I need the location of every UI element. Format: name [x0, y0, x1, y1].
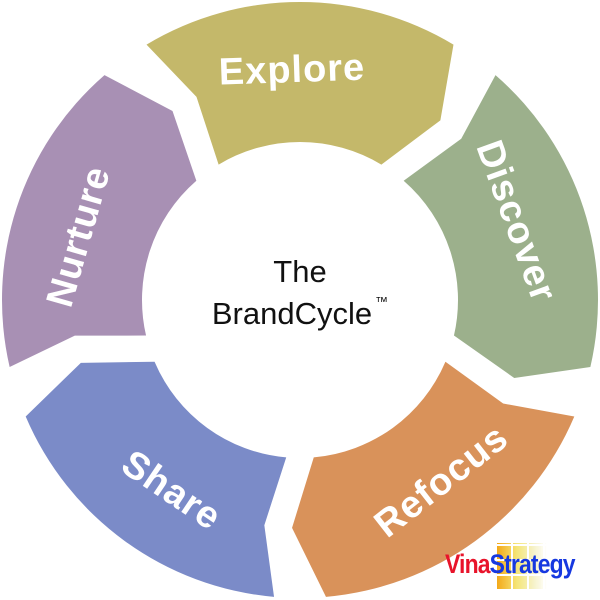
segment-explore — [146, 1, 454, 165]
segment-refocus — [292, 361, 575, 597]
logo-text-vina: Vina — [445, 549, 490, 579]
center-title-line1: The — [273, 254, 326, 289]
trademark-symbol: ™ — [375, 294, 388, 309]
logo-text-strategy: Strategy — [489, 549, 576, 579]
segment-nurture — [2, 75, 197, 368]
segment-discover — [403, 75, 598, 378]
vinastrategy-logo: VinaStrategy — [445, 543, 595, 589]
segment-label-explore: Explore — [218, 47, 366, 94]
logo-window-graphic — [497, 543, 547, 589]
center-title-line2: BrandCycle — [212, 296, 372, 331]
segment-share — [25, 361, 287, 597]
